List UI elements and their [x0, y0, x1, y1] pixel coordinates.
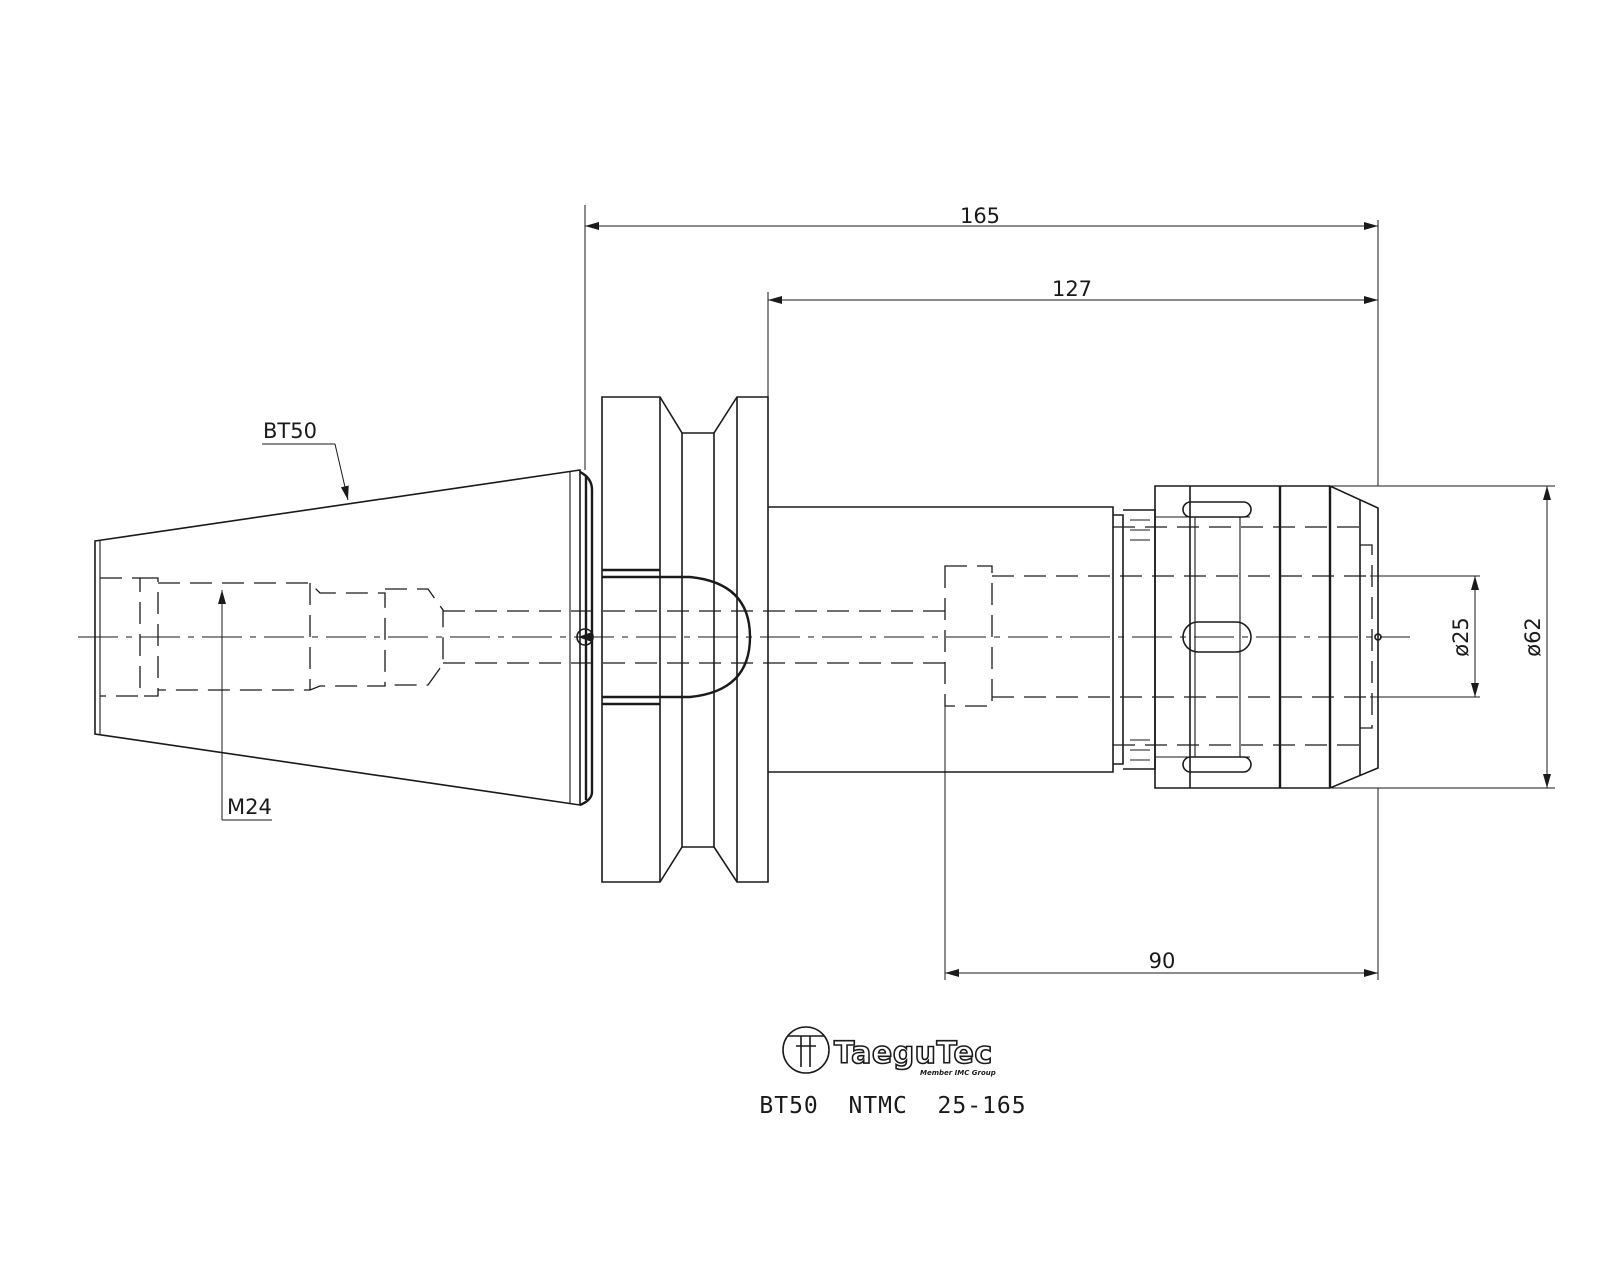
dimension-90-label: 90	[1149, 949, 1176, 973]
taegutec-logo: TaeguTec Member IMC Group	[782, 1026, 996, 1077]
clamping-nut	[1154, 485, 1382, 789]
dimension-165-label: 165	[960, 204, 1000, 228]
flange	[601, 396, 769, 883]
dimension-d62: ø62	[1330, 485, 1555, 789]
taegutec-logo-icon	[782, 1026, 830, 1074]
dimension-127-label: 127	[1052, 277, 1092, 301]
dimension-127: 127	[767, 277, 1378, 397]
brand-tagline: Member IMC Group	[920, 1069, 996, 1077]
dimension-90: 90	[944, 706, 1379, 980]
dimension-d25-label: ø25	[1449, 617, 1473, 657]
center-hole	[576, 628, 594, 646]
dimension-d25: ø25	[1370, 575, 1480, 698]
dimension-d62-label: ø62	[1521, 617, 1545, 657]
brand-name: TaeguTec	[834, 1036, 993, 1071]
thread-label: M24	[218, 590, 272, 821]
taper-label: BT50	[262, 419, 349, 501]
taper-label-text: BT50	[263, 419, 317, 443]
part-number: BT50 NTMC 25-165	[759, 1093, 1026, 1119]
pull-stud-bore	[100, 577, 950, 697]
thread-label-text: M24	[227, 795, 272, 819]
dimension-165: 165	[584, 204, 1379, 486]
